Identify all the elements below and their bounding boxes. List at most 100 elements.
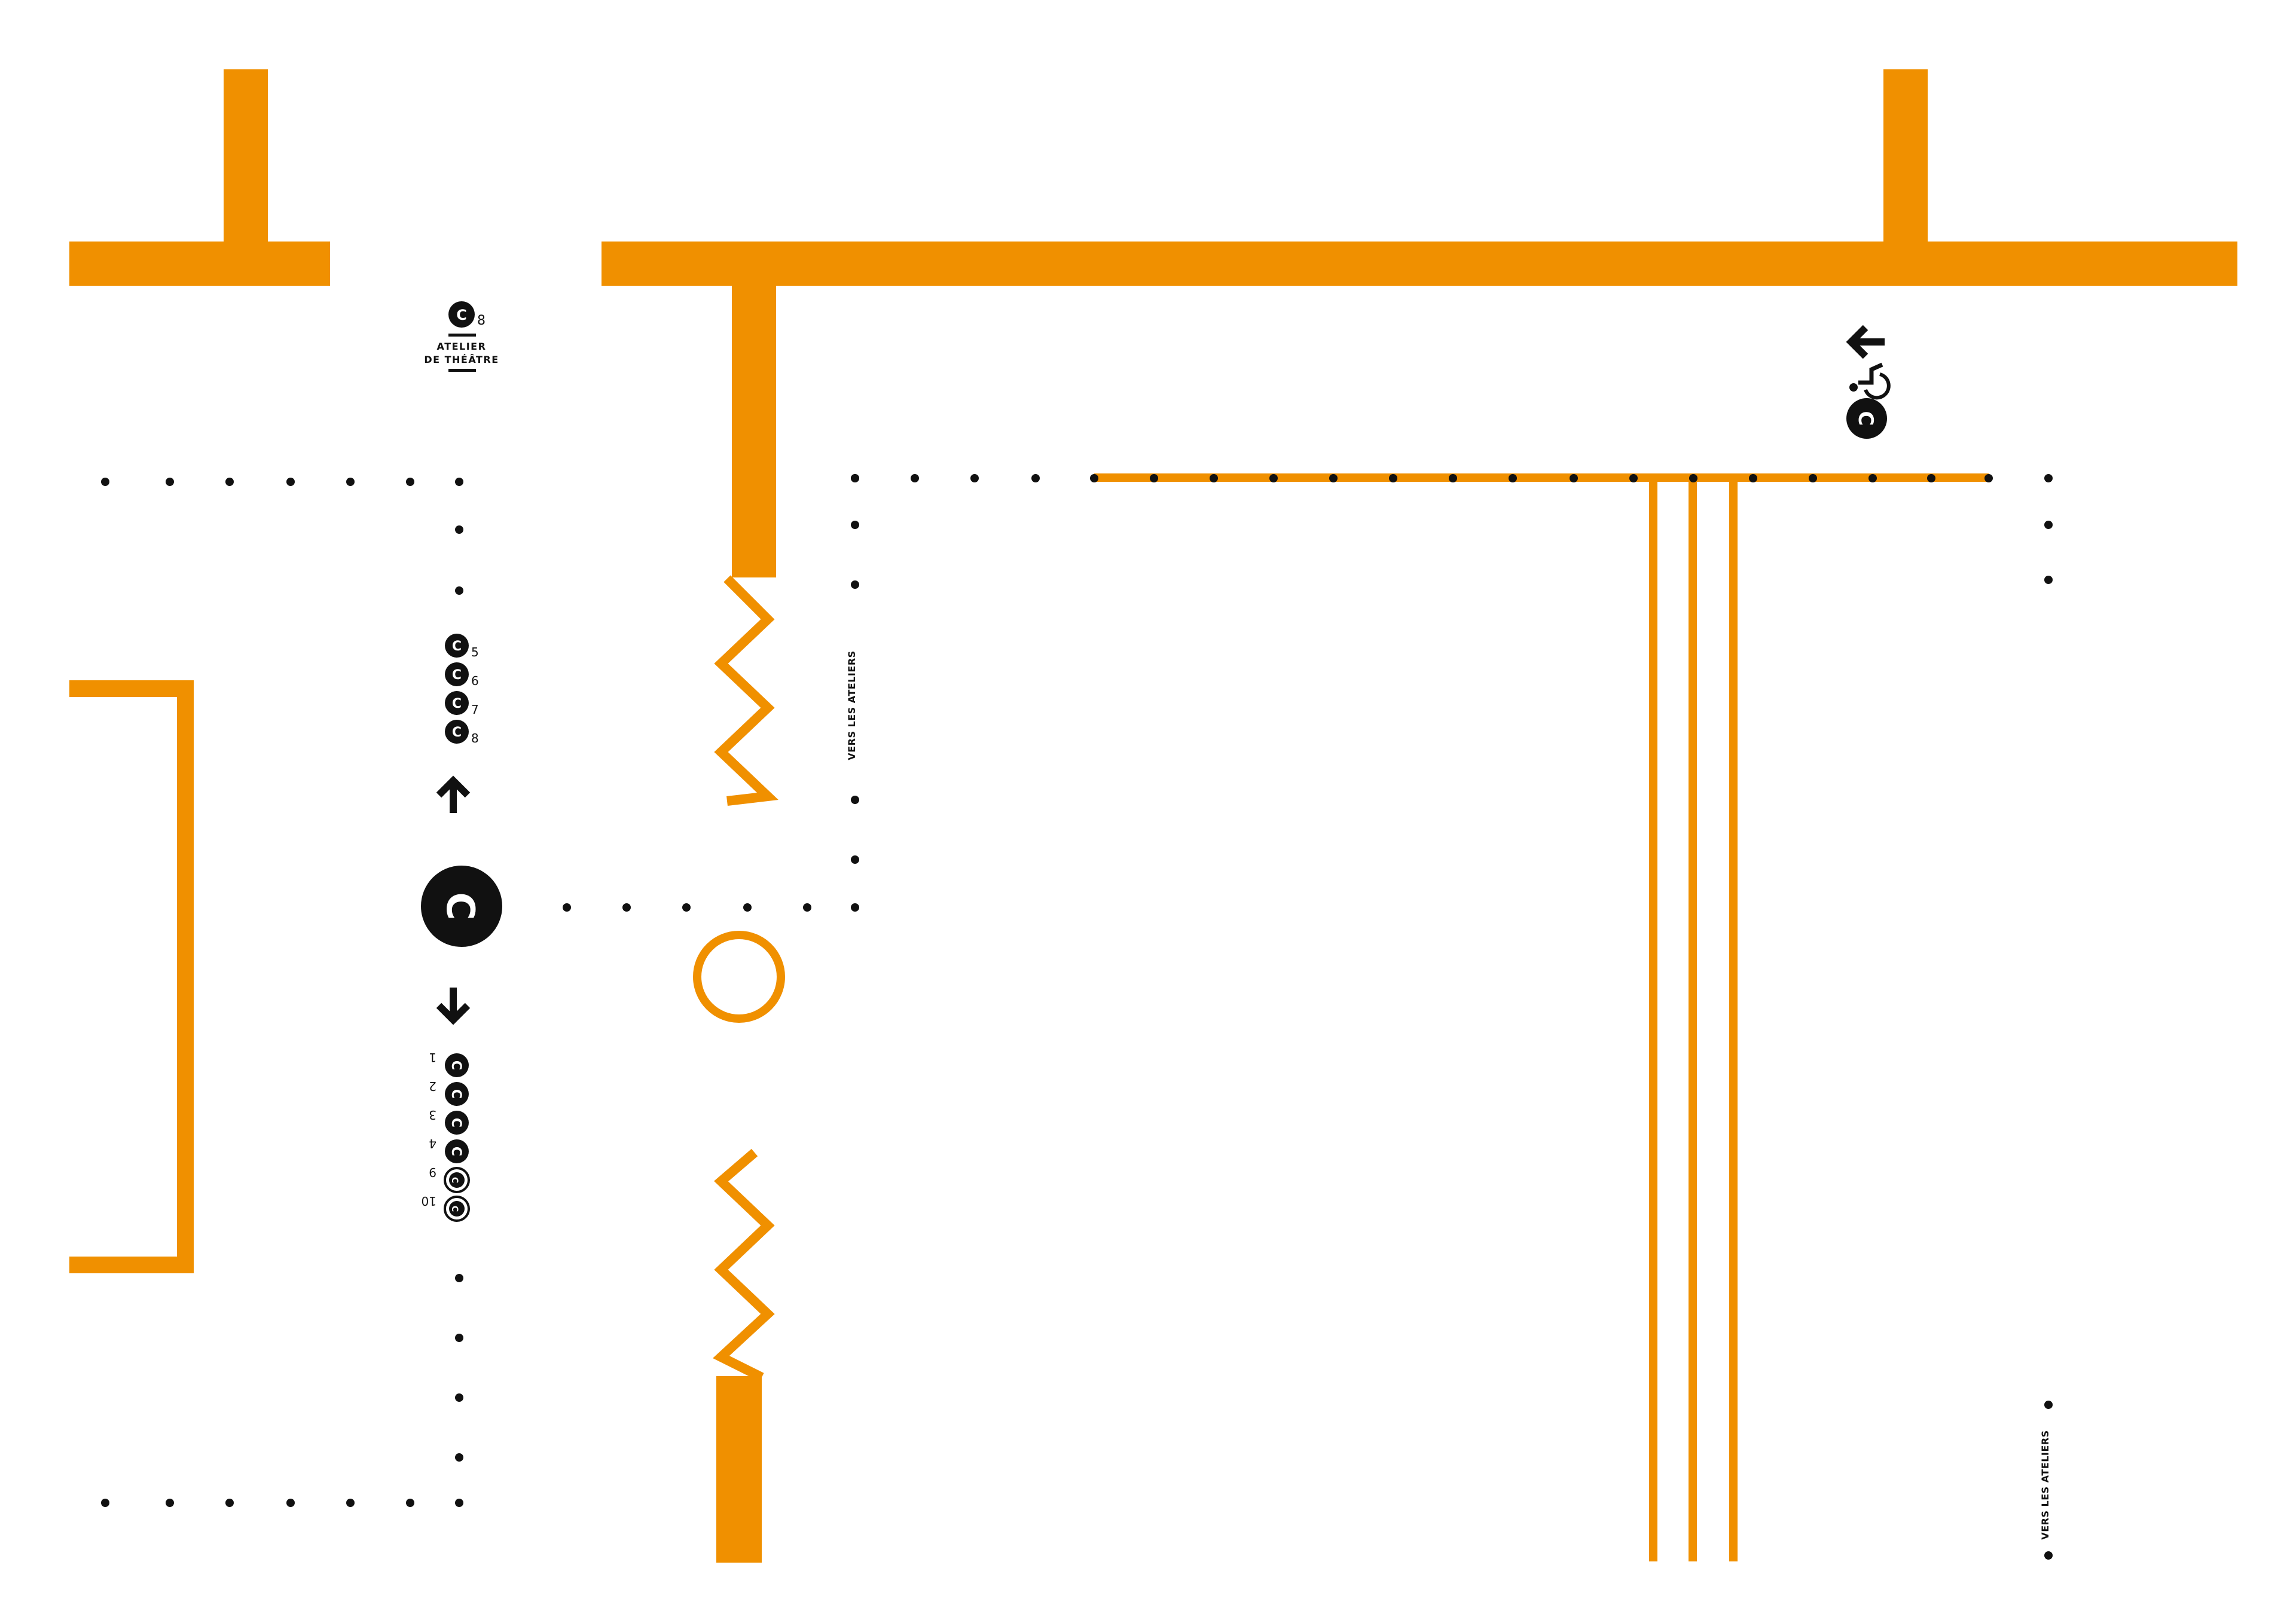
wall-top-left-horizontal <box>69 242 330 286</box>
path-dot <box>1210 474 1218 482</box>
dotted-paths <box>101 474 2053 1560</box>
orange-walls <box>69 69 2237 1563</box>
theatre-rule-top <box>448 334 476 337</box>
wall-left-bracket <box>69 680 194 1273</box>
room-badge: C3 <box>429 1108 469 1135</box>
path-dot <box>455 1393 463 1402</box>
path-dot <box>1868 474 1877 482</box>
path-dot <box>455 1453 463 1462</box>
path-dot <box>455 478 463 486</box>
room-badge: C9 <box>429 1165 470 1193</box>
svg-text:C: C <box>450 1206 459 1212</box>
path-dot <box>1984 474 1993 482</box>
room-number: 2 <box>429 1079 436 1093</box>
path-dot <box>1689 474 1697 482</box>
svg-text:C: C <box>448 1147 463 1156</box>
c-logo-icon <box>445 1082 469 1106</box>
c-logo-icon <box>445 720 469 744</box>
path-dot <box>563 903 571 912</box>
room-number: 7 <box>471 702 479 717</box>
c-logo-icon <box>445 634 469 658</box>
wall-top-main-horizontal <box>602 242 2237 286</box>
path-dot <box>2044 1551 2053 1560</box>
path-dot <box>406 1499 414 1507</box>
arrow-down-icon <box>436 988 471 1025</box>
svg-text:C: C <box>452 639 462 654</box>
room-badge: C1 <box>429 1050 469 1077</box>
path-dot <box>2044 521 2053 529</box>
wall-top-right-stem <box>1883 69 1928 243</box>
c-logo-icon <box>445 662 469 686</box>
theatre-label-line2: DE THÉÂTRE <box>424 354 499 365</box>
path-dot <box>225 478 234 486</box>
path-dot <box>1090 474 1098 482</box>
path-dot <box>1031 474 1040 482</box>
svg-text:C: C <box>452 696 462 711</box>
right-c-logo-icon: C <box>1846 398 1887 439</box>
path-dot <box>1329 474 1338 482</box>
path-dot <box>970 474 979 482</box>
path-dot <box>346 1499 355 1507</box>
path-dot <box>1269 474 1278 482</box>
path-dot <box>622 903 631 912</box>
vers-label-center: VERS LES ATELIERS <box>846 650 857 760</box>
theatre-rule-bottom <box>448 369 476 372</box>
c-logo-icon <box>445 1139 469 1163</box>
path-dot <box>166 1499 174 1507</box>
c-logo-icon <box>445 1111 469 1135</box>
path-dot <box>851 521 859 529</box>
path-dot <box>682 903 691 912</box>
path-dot <box>851 796 859 804</box>
room-badge: C 10 <box>422 1194 470 1222</box>
path-dot <box>346 478 355 486</box>
wall-pillar-lower <box>716 1376 762 1563</box>
path-dot <box>803 903 811 912</box>
room-number: 8 <box>471 731 479 745</box>
theatre-room-number: 8 <box>477 313 486 328</box>
path-dot <box>455 1274 463 1282</box>
room-number: 4 <box>429 1136 436 1151</box>
arrow-left-icon <box>1846 325 1885 359</box>
path-dot <box>455 586 463 595</box>
path-dot <box>851 580 859 589</box>
room-number: 6 <box>471 674 479 688</box>
arrow-up-icon <box>436 775 471 813</box>
wall-top-left-stem <box>224 69 268 243</box>
sign-atelier-theatre: C 8 ATELIER DE THÉÂTRE <box>424 301 499 372</box>
vers-label-right: VERS LES ATELIERS <box>2039 1430 2051 1539</box>
wall-pillar-upper <box>732 285 776 577</box>
room-number: 10 <box>422 1194 436 1208</box>
svg-text:C: C <box>448 1060 463 1070</box>
path-dot <box>1449 474 1457 482</box>
svg-text:C: C <box>452 668 462 683</box>
path-dot <box>286 478 295 486</box>
zigzag-lower <box>713 1148 775 1382</box>
orange-rail-vertical-1 <box>1649 478 1657 1561</box>
round-column <box>693 931 785 1023</box>
path-dot <box>455 1499 463 1507</box>
path-dot <box>455 1334 463 1342</box>
orange-rail-horizontal <box>1094 473 1989 482</box>
path-dot <box>101 1499 109 1507</box>
path-dot <box>1509 474 1517 482</box>
main-c-logo-icon: C <box>421 866 502 947</box>
path-dot <box>2044 576 2053 584</box>
svg-text:C: C <box>456 307 467 323</box>
path-dot <box>455 525 463 534</box>
zigzag-upper <box>714 575 778 806</box>
path-dot <box>101 478 109 486</box>
svg-text:C: C <box>452 725 462 740</box>
theatre-label-line1: ATELIER <box>437 341 487 352</box>
path-dot <box>1809 474 1817 482</box>
svg-text:C: C <box>438 893 482 921</box>
path-dot <box>851 903 859 912</box>
room-number: 5 <box>471 645 479 659</box>
room-badge: C2 <box>429 1079 469 1106</box>
path-dot <box>851 474 859 482</box>
path-dot <box>2044 474 2053 482</box>
